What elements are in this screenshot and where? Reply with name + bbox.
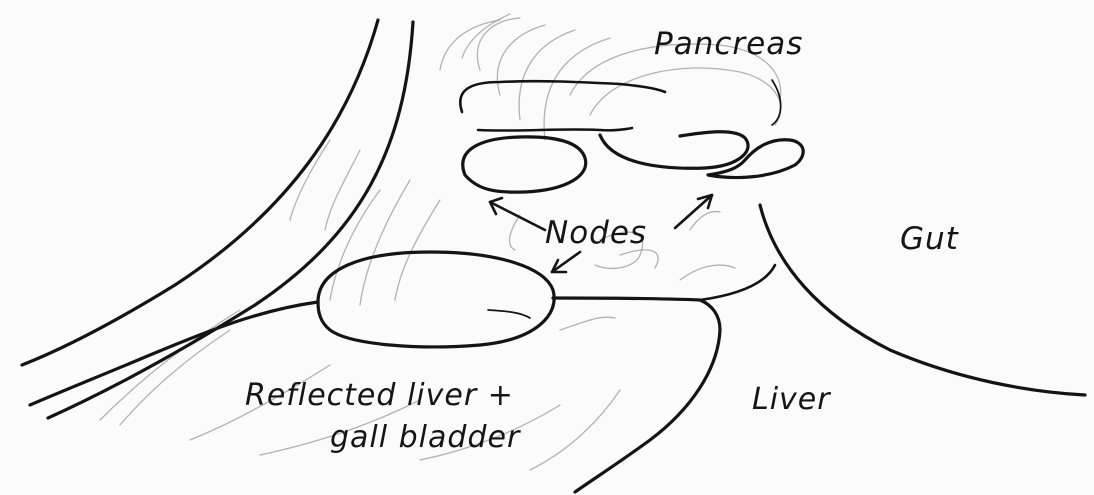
left-outer-wall-line — [22, 20, 378, 365]
bottom-node-inner-mark — [488, 310, 530, 318]
bottom-node-outline — [318, 252, 554, 347]
gut-label: Gut — [900, 221, 960, 257]
liver-right-connector — [700, 265, 775, 300]
left-node-outline — [463, 137, 586, 192]
reflected-liver-lower-line — [553, 298, 720, 330]
arrow-to-right-node — [675, 195, 712, 228]
center-node-outline — [600, 132, 748, 169]
nodes-label: Nodes — [545, 215, 647, 251]
left-inner-wall-line — [48, 22, 413, 418]
liver-left-boundary — [575, 330, 720, 492]
reflected-liver-label: Reflected liver + — [245, 378, 514, 413]
arrow-to-left-node — [490, 202, 545, 230]
gall-bladder-label: gall bladder — [330, 420, 521, 455]
pancreas-label: Pancreas — [654, 26, 803, 62]
pancreas-lower-edge — [478, 128, 632, 131]
liver-label: Liver — [752, 382, 831, 417]
pancreas-outline — [460, 81, 665, 112]
right-node-outline — [708, 140, 803, 178]
